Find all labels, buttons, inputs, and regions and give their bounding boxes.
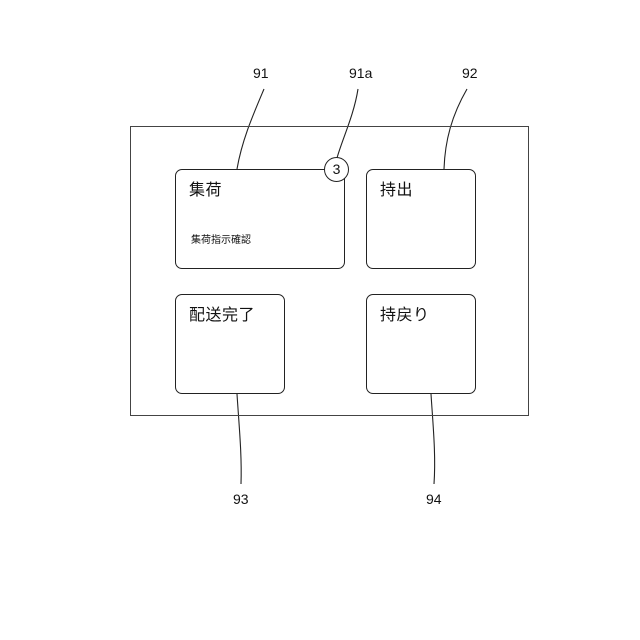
ref-label-94: 94 xyxy=(426,492,442,506)
return-tile-label: 持戻り xyxy=(380,301,430,325)
collection-tile-label: 集荷 xyxy=(189,176,222,200)
ref-label-91: 91 xyxy=(253,66,269,80)
delivery-complete-tile-label: 配送完了 xyxy=(189,301,255,325)
carry-out-tile-label: 持出 xyxy=(380,176,413,200)
ref-label-93: 93 xyxy=(233,492,249,506)
return-tile[interactable]: 持戻り xyxy=(366,294,476,394)
carry-out-tile[interactable]: 持出 xyxy=(366,169,476,269)
notification-count-badge: 3 xyxy=(324,157,349,182)
collection-instruction-text: 集荷指示確認 xyxy=(191,231,251,246)
ref-label-91a: 91a xyxy=(349,66,372,80)
ref-label-92: 92 xyxy=(462,66,478,80)
delivery-complete-tile[interactable]: 配送完了 xyxy=(175,294,285,394)
collection-tile[interactable]: 集荷 集荷指示確認 xyxy=(175,169,345,269)
